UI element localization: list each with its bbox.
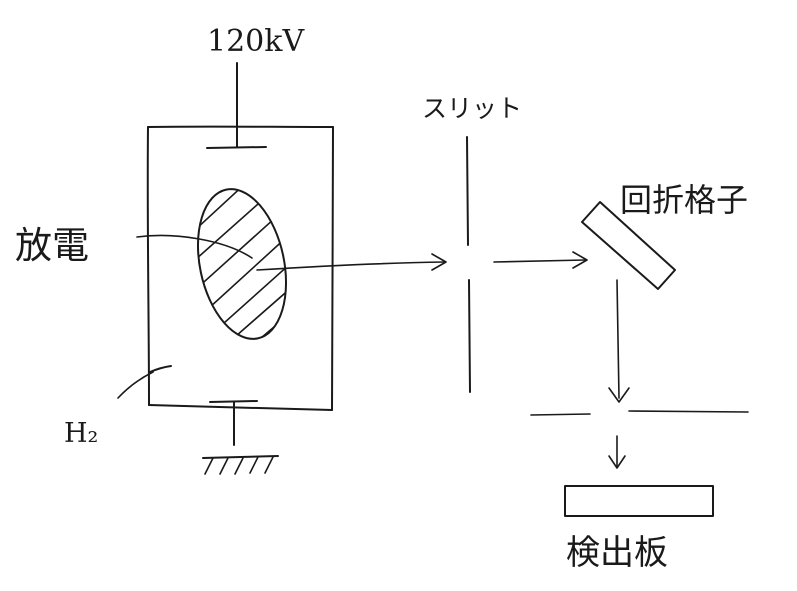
exit-baffle xyxy=(530,410,749,416)
grating-label: 回折格子 xyxy=(620,181,748,219)
plasma-outline xyxy=(196,188,288,340)
tube-bottom-wall xyxy=(148,404,333,411)
slit xyxy=(466,136,471,393)
beam-to-slit-arrowhead xyxy=(431,253,447,271)
beam-to-detector-arrowhead xyxy=(608,455,626,469)
top-electrode-plate xyxy=(206,146,267,149)
beam-to-grating xyxy=(493,259,586,263)
diffraction-grating xyxy=(581,201,676,290)
discharge-leader-line xyxy=(136,234,253,259)
slit-label: スリット xyxy=(422,94,522,123)
tube-right-wall xyxy=(331,126,334,411)
detector-plate xyxy=(564,485,714,517)
baffle-right xyxy=(628,410,749,413)
slit-upper-jaw xyxy=(466,136,469,246)
beam-down xyxy=(616,279,620,399)
bottom-electrode xyxy=(209,400,258,446)
baffle-left xyxy=(530,413,591,416)
voltage-label: 120kV xyxy=(207,24,305,59)
detector-label: 検出板 xyxy=(566,533,668,573)
discharge-plasma xyxy=(194,180,299,348)
light-beam xyxy=(256,251,630,469)
gas-label: H₂ xyxy=(64,418,98,449)
tube-left-wall xyxy=(146,126,150,406)
slit-lower-jaw xyxy=(468,279,471,393)
discharge-tube xyxy=(146,125,334,411)
gas-leader-line xyxy=(117,371,154,399)
detector-plate-body xyxy=(564,485,714,517)
discharge-label: 放電 xyxy=(15,224,89,267)
top-electrode xyxy=(206,62,267,149)
beam-to-slit xyxy=(256,261,446,271)
tube-lower-ledge xyxy=(149,365,172,373)
ground-icon xyxy=(202,455,279,475)
grating-body xyxy=(581,201,676,290)
beam-to-grating-arrowhead xyxy=(572,251,588,269)
beam-down-arrowhead xyxy=(608,387,630,403)
